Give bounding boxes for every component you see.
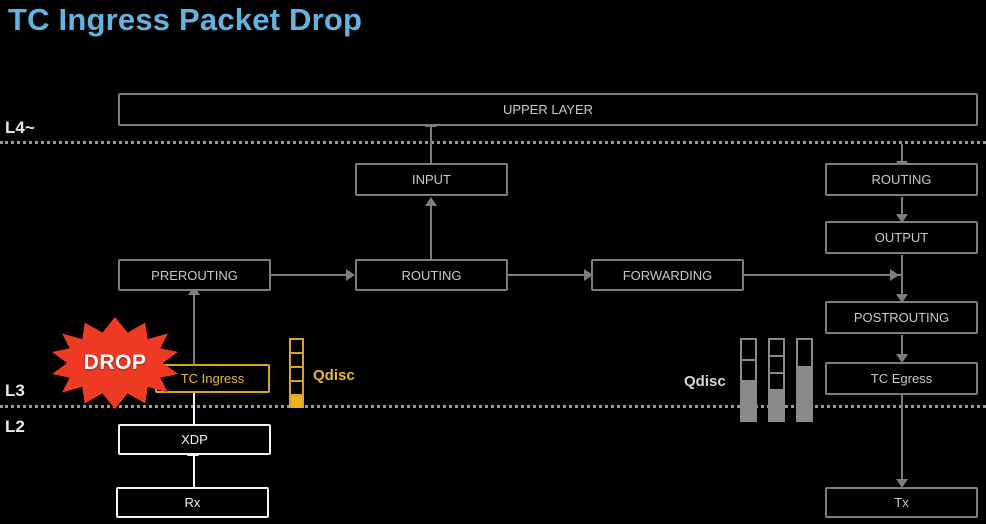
qdisc-left-label: Qdisc bbox=[313, 367, 355, 384]
qdisc-cell bbox=[742, 359, 755, 380]
qdisc-cell bbox=[770, 338, 783, 355]
qdisc-right-label: Qdisc bbox=[684, 373, 726, 390]
arrowhead-routing-to-forwarding bbox=[584, 269, 593, 281]
arrow-into-routing-right bbox=[901, 144, 903, 170]
arrow-routing-to-input bbox=[430, 205, 432, 259]
node-routing-left[interactable]: ROUTING bbox=[355, 259, 508, 291]
node-postrouting[interactable]: POSTROUTING bbox=[825, 301, 978, 334]
qdisc-cell-filled bbox=[798, 394, 811, 422]
layer-label-l4: L4~ bbox=[5, 118, 35, 137]
node-tc-egress[interactable]: TC Egress bbox=[825, 362, 978, 395]
qdisc-left-column bbox=[289, 338, 304, 408]
drop-starburst: DROP bbox=[52, 317, 178, 409]
qdisc-cell-filled bbox=[770, 389, 783, 405]
layer-label-l3: L3 bbox=[5, 381, 25, 400]
qdisc-cell-filled bbox=[742, 401, 755, 422]
qdisc-cell bbox=[770, 372, 783, 389]
arrow-routing-to-forwarding bbox=[508, 274, 586, 276]
qdisc-right-column-2 bbox=[768, 338, 785, 422]
arrow-output-to-postrouting bbox=[901, 255, 903, 297]
arrowhead-prerouting-to-routing bbox=[346, 269, 355, 281]
qdisc-right-column-1 bbox=[740, 338, 757, 422]
arrow-postrouting-to-tc-egress bbox=[901, 335, 903, 357]
node-forwarding[interactable]: FORWARDING bbox=[591, 259, 744, 291]
node-input[interactable]: INPUT bbox=[355, 163, 508, 196]
arrowhead-routing-right-to-output bbox=[896, 214, 908, 223]
arrow-rx-to-xdp bbox=[193, 455, 195, 488]
node-rx[interactable]: Rx bbox=[116, 487, 269, 518]
qdisc-cell bbox=[742, 338, 755, 359]
qdisc-cell-filled bbox=[770, 405, 783, 422]
drop-label: DROP bbox=[83, 351, 147, 374]
node-tc-ingress[interactable]: TC Ingress bbox=[155, 364, 270, 393]
arrow-routing-right-to-output bbox=[901, 197, 903, 219]
qdisc-cell-filled bbox=[798, 366, 811, 394]
page-title: TC Ingress Packet Drop bbox=[8, 2, 363, 37]
qdisc-cell bbox=[770, 355, 783, 372]
node-upper-layer[interactable]: UPPER LAYER bbox=[118, 93, 978, 126]
node-output[interactable]: OUTPUT bbox=[825, 221, 978, 254]
arrow-input-to-upper-layer bbox=[430, 126, 432, 178]
layer-divider-l4 bbox=[0, 141, 986, 144]
qdisc-cell bbox=[798, 338, 811, 366]
layer-divider-l3 bbox=[0, 405, 986, 408]
qdisc-cell-filled bbox=[291, 394, 302, 408]
arrow-tc-ingress-to-prerouting bbox=[193, 294, 195, 364]
qdisc-cell bbox=[291, 366, 302, 380]
arrowhead-routing-to-input bbox=[425, 197, 437, 206]
arrow-forwarding-to-postrouting bbox=[743, 274, 903, 276]
node-tx[interactable]: Tx bbox=[825, 487, 978, 518]
qdisc-right-column-3 bbox=[796, 338, 813, 422]
arrow-prerouting-to-routing bbox=[270, 274, 348, 276]
arrowhead-postrouting-to-tc-egress bbox=[896, 354, 908, 363]
qdisc-cell bbox=[291, 352, 302, 366]
node-xdp[interactable]: XDP bbox=[118, 424, 271, 455]
node-prerouting[interactable]: PREROUTING bbox=[118, 259, 271, 291]
arrowhead-tc-egress-to-tx bbox=[896, 479, 908, 488]
arrowhead-forwarding-to-postrouting bbox=[890, 269, 899, 281]
qdisc-cell-filled bbox=[742, 380, 755, 401]
qdisc-cell bbox=[291, 380, 302, 394]
qdisc-cell bbox=[291, 338, 302, 352]
arrowhead-output-to-postrouting bbox=[896, 294, 908, 303]
node-routing-right[interactable]: ROUTING bbox=[825, 163, 978, 196]
arrow-tc-egress-to-tx bbox=[901, 395, 903, 482]
layer-label-l2: L2 bbox=[5, 417, 25, 436]
arrow-xdp-to-tc-ingress bbox=[193, 392, 195, 424]
